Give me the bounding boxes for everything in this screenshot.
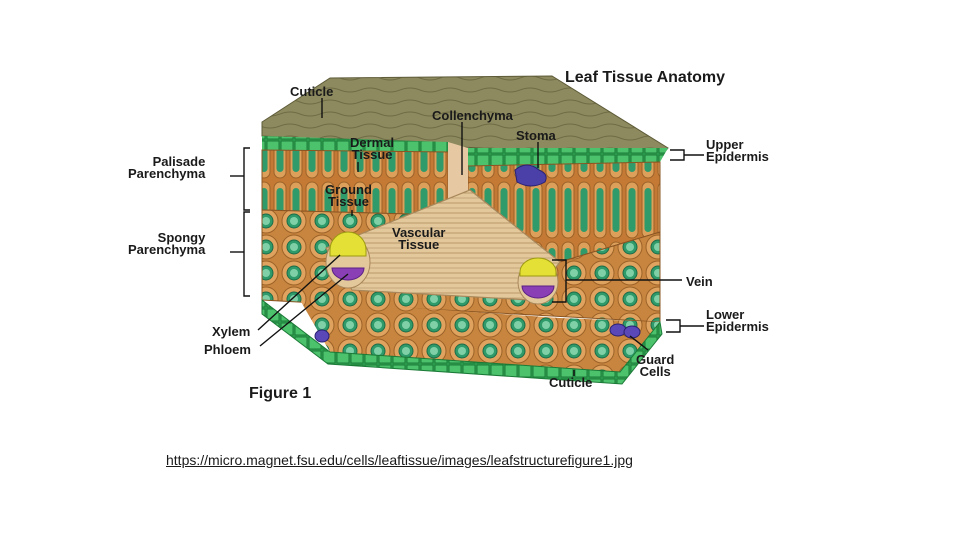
guard-cell-shape-2 bbox=[623, 325, 641, 339]
figure-caption: Figure 1 bbox=[249, 385, 312, 402]
label-dermal-tissue: Dermal Tissue bbox=[350, 135, 395, 162]
label-xylem: Xylem bbox=[212, 324, 251, 339]
upper-epidermis-band-right bbox=[468, 148, 668, 166]
label-ground-tissue: Ground Tissue bbox=[325, 182, 372, 209]
label-phloem: Phloem bbox=[204, 342, 251, 357]
label-guard-cells: Guard Cells bbox=[636, 352, 675, 379]
leader-phloem bbox=[259, 273, 349, 347]
bracket-lower-epidermis bbox=[666, 319, 681, 333]
stoma-bottom-left bbox=[314, 329, 330, 343]
label-cuticle-bottom: Cuticle bbox=[549, 375, 593, 390]
label-cuticle-top: Cuticle bbox=[290, 84, 334, 99]
lower-spongy-front bbox=[300, 300, 660, 372]
diagram-title: Leaf Tissue Anatomy bbox=[565, 69, 726, 86]
xylem-cluster-right bbox=[519, 257, 557, 277]
label-vein: Vein bbox=[686, 274, 713, 289]
stoma-top-shape bbox=[514, 164, 547, 187]
label-lower-epidermis: Lower Epidermis bbox=[706, 307, 769, 334]
leader-xylem bbox=[257, 254, 341, 331]
bracket-palisade bbox=[243, 147, 250, 211]
label-stoma: Stoma bbox=[516, 128, 556, 143]
label-palisade-parenchyma: Palisade Parenchyma bbox=[128, 154, 206, 181]
upper-epidermis-band bbox=[262, 136, 448, 152]
guard-cell-shape-1 bbox=[609, 323, 627, 337]
bracket-vein bbox=[552, 259, 567, 303]
label-vascular-tissue: Vascular Tissue bbox=[392, 225, 446, 252]
bracket-spongy bbox=[243, 211, 250, 297]
leader-guard bbox=[629, 335, 649, 351]
label-collenchyma: Collenchyma bbox=[432, 108, 513, 123]
label-spongy-parenchyma: Spongy Parenchyma bbox=[128, 230, 206, 257]
lower-epidermis-band bbox=[261, 298, 663, 385]
phloem-cluster-right bbox=[521, 285, 555, 299]
label-upper-epidermis: Upper Epidermis bbox=[706, 137, 769, 164]
bracket-upper-epidermis bbox=[670, 149, 685, 161]
source-link[interactable]: https://micro.magnet.fsu.edu/cells/leaft… bbox=[166, 452, 633, 468]
xylem-cluster-left bbox=[329, 231, 367, 257]
